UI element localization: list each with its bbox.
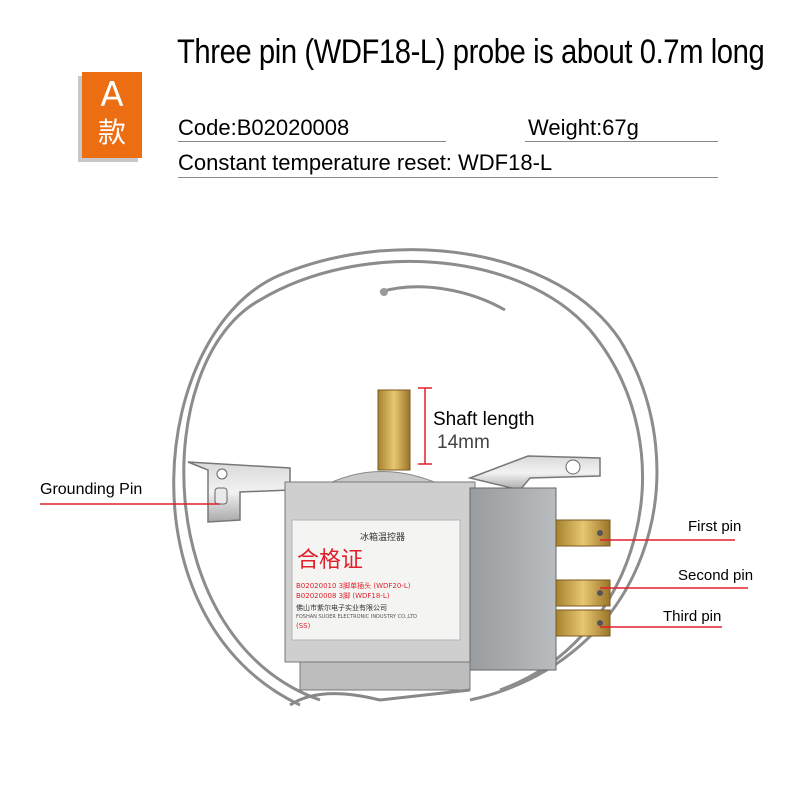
second-pin-label: Second pin [678,567,754,584]
sticker-company: 佛山市紫尔电子实业有限公司 [296,603,387,612]
first-pin-label: First pin [688,518,742,535]
shaft [377,389,411,471]
sticker-row1: B02020010 3脚单插头 (WDF20-L) [296,581,411,590]
sticker-row2: B02020008 3脚 (WDF18-L) [296,591,390,600]
callout-lines [40,503,748,628]
badge-letter: A [100,75,124,115]
cert-sticker [291,519,461,641]
sticker-cert: 合格证 [297,548,363,573]
code-rule [178,141,446,142]
reset-rule [178,177,718,178]
sticker-top: 冰箱温控器 [360,531,405,543]
product-reset: Constant temperature reset: WDF18-L [178,150,553,175]
tube-end [380,288,388,296]
product-code: Code:B02020008 [178,115,350,140]
terminals [555,519,611,637]
third-pin-label: Third pin [663,608,722,625]
shaft-dimension [418,387,432,465]
capillary-tube [172,248,659,707]
weight-rule [525,141,718,142]
shaft-length-label: Shaft length [433,409,535,430]
product-weight: Weight:67g [528,115,639,140]
mounting-bracket [187,455,601,523]
badge-char: 款 [97,116,126,149]
product-title: Three pin (WDF18-L) probe is about 0.7m … [177,33,765,71]
sticker-company-en: FOSHAN SUOER ELECTRONIC INDUSTRY CO.,LTD [296,614,417,620]
sticker-ss: (SS) [296,622,311,630]
terminal-block [469,487,557,671]
shaft-length-value: 14mm [437,432,490,453]
variant-badge: A 款 [82,72,142,158]
bottom-frame [299,661,471,691]
grounding-pin-label: Grounding Pin [40,481,143,498]
